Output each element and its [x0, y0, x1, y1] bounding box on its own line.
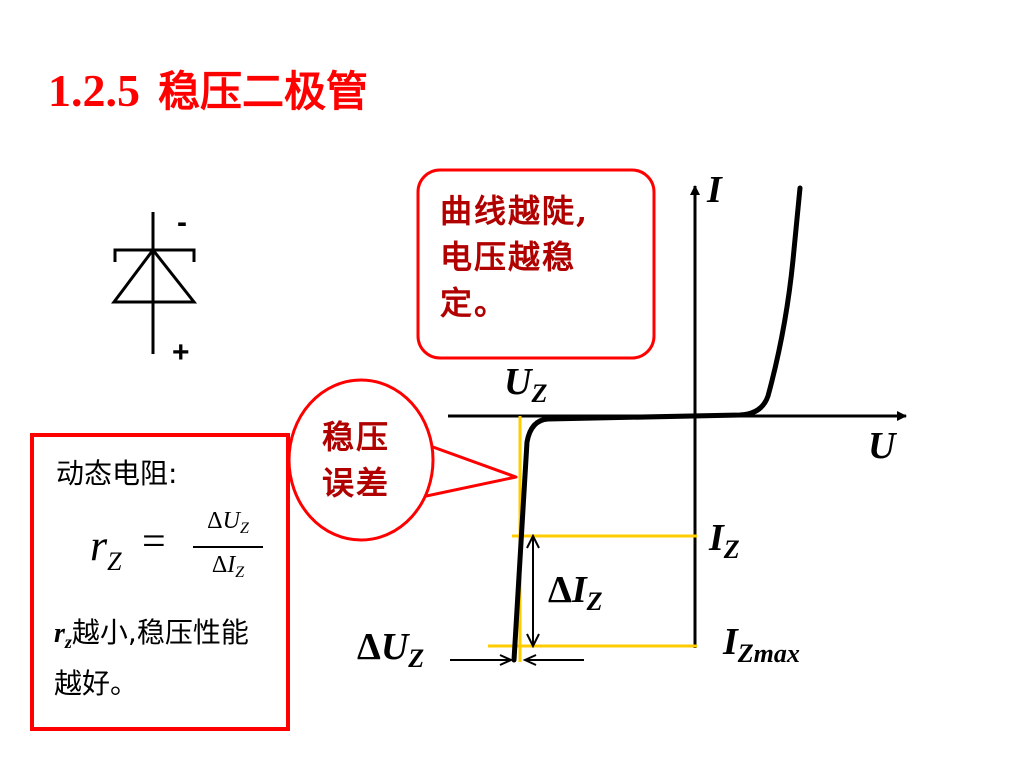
formula-lhs: rZ	[90, 521, 122, 576]
slide-title: 1.2.5 稳压二极管	[48, 56, 368, 126]
dynamic-resistance-heading: 动态电阻:	[56, 457, 178, 490]
callout-steepness-text: 曲线越陡, 电压越稳 定。	[440, 192, 590, 322]
diode-triangle	[111, 247, 198, 304]
formula-fraction: ΔUZ ΔIZ	[193, 506, 263, 588]
minus-sign: -	[177, 206, 187, 239]
delta-iz-arrow	[526, 533, 540, 649]
delta-uz-label: ΔUZ	[357, 626, 425, 673]
izmax-label: IZmax	[723, 621, 800, 668]
callout-error-text: 稳压 误差	[322, 418, 391, 502]
dynamic-resistance-note: rz越小,稳压性能越好。	[54, 612, 274, 705]
uz-label: UZ	[504, 361, 548, 408]
axis-x-label: U	[868, 425, 896, 467]
fraction-numerator: ΔUZ	[193, 506, 263, 548]
section-number: 1.2.5	[48, 65, 140, 116]
delta-iz-label: ΔIZ	[548, 569, 603, 616]
dynamic-resistance-box	[30, 433, 290, 731]
iz-label: IZ	[709, 517, 740, 564]
plus-sign: +	[172, 336, 190, 369]
rz-symbol: rz	[54, 618, 72, 652]
zener-characteristic-curve	[511, 185, 803, 663]
section-title: 稳压二极管	[158, 67, 369, 116]
zener-bar	[113, 248, 196, 262]
axis-y-label: I	[707, 169, 722, 211]
callout-box-steepness	[416, 168, 656, 360]
formula-equals: =	[142, 519, 166, 565]
zener-diode-symbol	[111, 212, 198, 354]
note-text: 越小,稳压性能越好。	[54, 616, 249, 700]
fraction-denominator: ΔIZ	[211, 552, 245, 581]
delta-uz-arrows	[450, 654, 584, 666]
